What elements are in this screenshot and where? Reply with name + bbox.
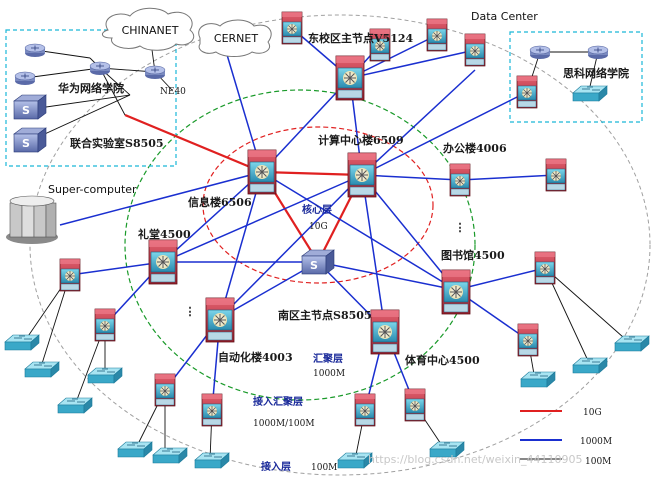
data-center-label: Data Center [471,10,538,23]
chinanet-cloud: CHINANET [102,7,195,51]
access-layer-label: 接入层 [261,460,291,473]
l3-switch-icon [449,163,471,197]
core-switch-icon [335,55,365,101]
access-switch-icon [520,371,556,388]
links-100m [21,34,633,461]
super-computer-label: Super-computer [48,183,137,196]
router-icon [587,45,609,60]
links-1000m [59,27,557,411]
aggregation-speed-label: 1000M [313,369,345,379]
access-switch-icon [24,361,60,378]
aggregation-layer-label: 汇聚层 [313,352,343,365]
access-switch-icon [4,334,40,351]
access-switch-icon [572,357,608,374]
watermark: https://blog.csdn.net/weixin_44110905 [368,453,583,466]
automation-building-label: 自动化楼4003 [218,350,293,364]
legend-label-1000m: 1000M [580,437,612,447]
core-switch-icon [247,149,277,195]
access-switch-icon [87,367,123,384]
l3-switch-icon [59,258,81,292]
ne40-label: NE40 [160,87,186,97]
s-switch-icon [13,127,47,153]
legend-label-10g: 10G [583,408,602,418]
ellipsis-right: ⋮ [455,221,466,234]
legend-label-100m: 100M [585,457,611,467]
l3-switch-icon [354,393,376,427]
aggregation-ring [124,89,476,401]
sports-center-label: 体育中心4500 [405,353,480,367]
library-label: 图书馆4500 [441,248,505,262]
core-ring [202,126,434,284]
l3-switch-icon [464,33,486,67]
huawei-academy-region [5,29,177,167]
s-switch-icon [13,94,47,120]
access-switch-icon [152,447,188,464]
l3-switch-icon [201,393,223,427]
joint-lab-label: 联合实验室S8505 [70,136,164,150]
access-switch-icon [57,397,93,414]
south-node-label: 南区主节点S8505 [278,308,372,322]
l3-switch-icon [281,11,303,45]
l3-switch-icon [516,75,538,109]
access-aggregation-speed-label: 1000M/100M [253,419,315,429]
access-switch-icon [117,441,153,458]
router-icon [144,65,166,80]
cisco-academy-label: 思科网络学院 [563,66,629,80]
legend: 10G 1000M 100M [520,408,612,467]
access-switch-icon [337,452,373,469]
l3-switch-icon [534,251,556,285]
l3-switch-icon [545,158,567,192]
info-building-label: 信息楼6506 [188,195,252,209]
access-switch-icon [614,335,650,352]
access-switch-icon [572,85,608,102]
core-speed-label: 10G [309,222,328,232]
router-icon [14,71,36,86]
auditorium-label: 礼堂4500 [138,227,191,241]
router-icon [529,45,551,60]
compute-center-label: 计算中心楼6509 [318,133,404,147]
l3-switch-icon [517,323,539,357]
router-icon [89,61,111,76]
access-aggregation-layer-label: 接入汇聚层 [253,395,303,408]
office-building-label: 办公楼4006 [443,141,507,155]
huawei-academy-label: 华为网络学院 [58,81,124,95]
l3-switch-icon [404,388,426,422]
outer-access-ring [29,14,651,476]
access-speed-label: 100M [311,463,337,473]
core-switch-icon [148,239,178,285]
east-campus-label: 东校区主节点V5124 [308,31,413,45]
core-switch-icon [347,152,377,198]
access-switch-icon [194,452,230,469]
super-computer-icon [6,195,58,244]
core-switch-icon [370,309,400,355]
chinanet-label: CHINANET [122,24,179,37]
l3-switch-icon [426,18,448,52]
cernet-label: CERNET [214,32,258,45]
core-switch-icon [205,297,235,343]
core-s-switch-icon [301,249,335,275]
data-center-region [509,31,643,123]
core-layer-label: 核心层 [302,203,332,216]
router-icon [24,43,46,58]
ellipsis-left: ⋮ [185,305,196,318]
core-switch-icon [441,269,471,315]
cernet-cloud: CERNET [198,19,272,57]
l3-switch-icon [154,373,176,407]
l3-switch-icon [94,308,116,342]
